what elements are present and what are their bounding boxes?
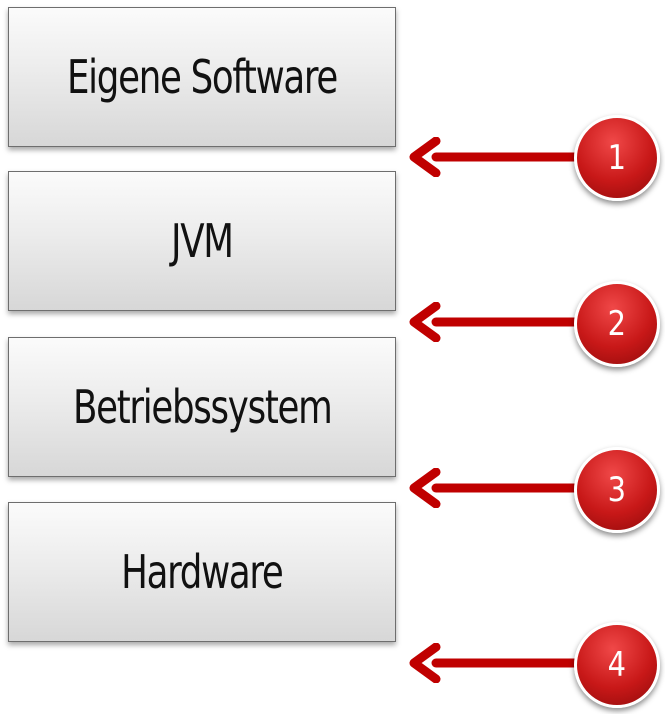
layer-box-jvm: JVM — [8, 171, 396, 311]
badge-number: 2 — [607, 304, 627, 344]
layer-label: Betriebssystem — [72, 380, 333, 434]
number-badge: 2 — [574, 281, 660, 367]
layer-label: JVM — [171, 214, 234, 268]
layer-label: Hardware — [121, 545, 284, 599]
layer-label: Eigene Software — [66, 50, 338, 104]
badge-number: 3 — [607, 470, 627, 510]
badge-number: 4 — [607, 645, 627, 685]
badge-number: 1 — [607, 138, 627, 178]
layer-box-hardware: Hardware — [8, 502, 396, 642]
number-badge: 1 — [574, 115, 660, 201]
layer-box-eigene-software: Eigene Software — [8, 7, 396, 147]
layer-box-betriebssystem: Betriebssystem — [8, 337, 396, 477]
left-arrow-icon — [409, 468, 576, 508]
left-arrow-icon — [409, 643, 576, 683]
left-arrow-icon — [409, 302, 576, 342]
number-badge: 3 — [574, 447, 660, 533]
left-arrow-icon — [409, 137, 576, 177]
number-badge: 4 — [574, 622, 660, 708]
